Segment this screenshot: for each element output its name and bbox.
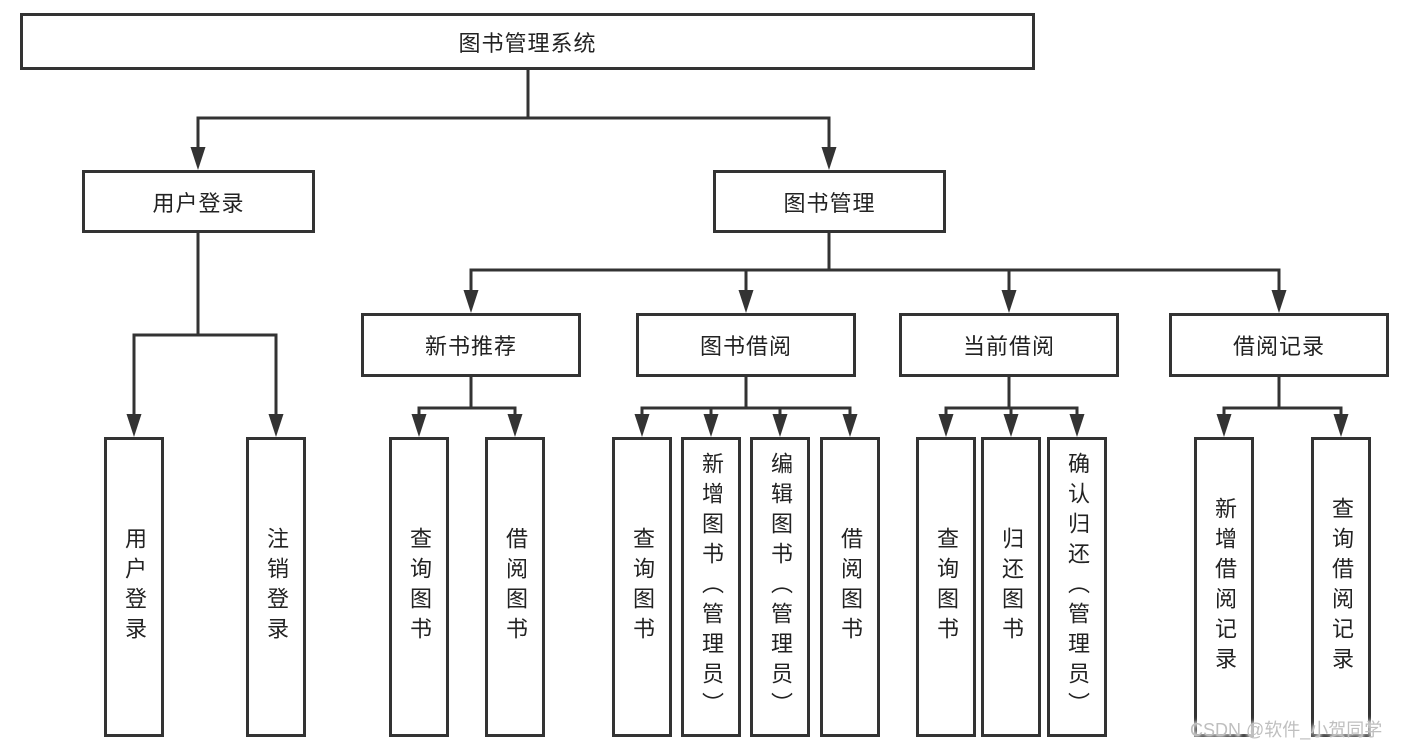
leaf-query-borrow-record: 查询借阅记录 [1311,437,1371,737]
leaf-query-books-current-label: 查询图书 [934,527,959,647]
connector-root-to-level2 [196,70,831,149]
leaf-query-books-borrowing: 查询图书 [612,437,672,737]
arrowhead-icon [268,414,284,437]
leaf-query-books-recommend-label: 查询图书 [407,527,432,647]
arrowhead-icon [463,290,479,313]
node-book-management: 图书管理 [713,170,946,233]
arrowhead-icon [190,147,206,170]
watermark: CSDN @软件_小贺同学 [1190,720,1383,740]
leaf-edit-books-admin: 编辑图书（管理员） [750,437,810,737]
node-new-book-recommend-label: 新书推荐 [424,334,517,359]
node-current-borrowing-label: 当前借阅 [962,334,1055,359]
leaf-add-books-admin-label: 新增图书（管理员） [699,452,724,722]
leaf-borrow-books: 借阅图书 [820,437,880,737]
arrowhead-icon [1069,414,1085,437]
arrowhead-icon [938,414,954,437]
node-borrowing-records: 借阅记录 [1169,313,1389,377]
leaf-user-login: 用户登录 [104,437,164,737]
node-user-login-label: 用户登录 [152,190,245,216]
arrowhead-icon [411,414,427,437]
node-root-label: 图书管理系统 [458,30,597,56]
leaf-return-books: 归还图书 [981,437,1041,737]
connector-borrowing-to-leaves [640,377,852,416]
node-root: 图书管理系统 [20,13,1035,70]
connector-records-to-leaves [1222,377,1343,416]
leaf-user-login-label: 用户登录 [122,527,147,647]
leaf-confirm-return-admin-label: 确认归还（管理员） [1065,452,1090,722]
leaf-return-books-label: 归还图书 [999,527,1024,647]
leaf-confirm-return-admin: 确认归还（管理员） [1047,437,1107,737]
node-book-borrowing: 图书借阅 [636,313,856,377]
leaf-query-borrow-record-label: 查询借阅记录 [1329,497,1354,677]
arrowhead-icon [738,290,754,313]
arrowhead-icon [126,414,142,437]
connector-newbooks-to-leaves [417,377,517,416]
arrowhead-icon [772,414,788,437]
arrowhead-icon [1003,414,1019,437]
leaf-add-borrow-record: 新增借阅记录 [1194,437,1254,737]
arrowhead-icon [1333,414,1349,437]
leaf-borrow-books-recommend-label: 借阅图书 [503,527,528,647]
node-new-book-recommend: 新书推荐 [361,313,581,377]
arrowhead-icon [1271,290,1287,313]
leaf-borrow-books-label: 借阅图书 [838,527,863,647]
arrowhead-icon [507,414,523,437]
node-book-borrowing-label: 图书借阅 [699,334,792,359]
leaf-borrow-books-recommend: 借阅图书 [485,437,545,737]
node-borrowing-records-label: 借阅记录 [1232,334,1325,359]
node-current-borrowing: 当前借阅 [899,313,1119,377]
arrowhead-icon [1001,290,1017,313]
connector-current-to-leaves [944,377,1079,416]
arrowhead-icon [703,414,719,437]
arrowhead-icon [1216,414,1232,437]
arrowhead-icon [842,414,858,437]
leaf-add-borrow-record-label: 新增借阅记录 [1212,497,1237,677]
leaf-add-books-admin: 新增图书（管理员） [681,437,741,737]
connector-userlogin-to-leaves [132,233,278,416]
leaf-query-books-current: 查询图书 [916,437,976,737]
connector-bookmgmt-to-level3 [469,233,1281,292]
node-user-login: 用户登录 [82,170,315,233]
leaf-query-books-recommend: 查询图书 [389,437,449,737]
leaf-logout: 注销登录 [246,437,306,737]
arrowhead-icon [634,414,650,437]
leaf-edit-books-admin-label: 编辑图书（管理员） [768,452,793,722]
arrowhead-icon [821,147,837,170]
leaf-logout-label: 注销登录 [264,527,289,647]
leaf-query-books-borrowing-label: 查询图书 [630,527,655,647]
node-book-management-label: 图书管理 [783,190,876,216]
